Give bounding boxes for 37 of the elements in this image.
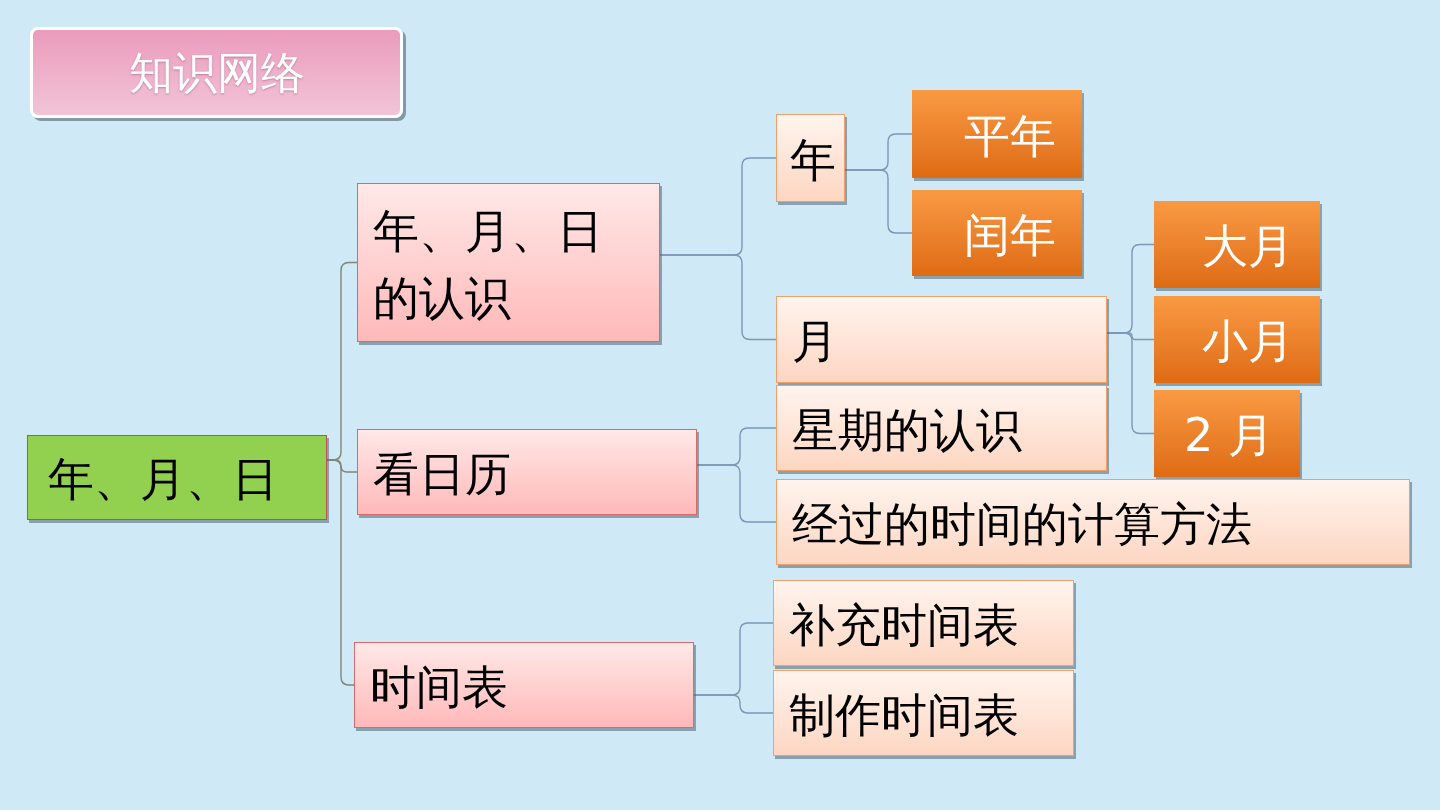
brace-connector [659, 254, 777, 341]
topic-text: 星期的认识 [792, 401, 1022, 459]
detail-box [1154, 201, 1320, 288]
topic-box [354, 642, 694, 728]
brace-connector [326, 459, 355, 686]
detail-box [1154, 390, 1300, 477]
topic-text: 制作时间表 [789, 686, 1019, 744]
subtopic-box [776, 385, 1107, 471]
subtopic-box [776, 114, 845, 202]
topic-box [357, 429, 697, 515]
detail-box [912, 190, 1082, 276]
topic-text: 时间表 [370, 658, 508, 716]
subtopic-box [773, 580, 1074, 666]
topic-text: 2 月 [1184, 407, 1274, 465]
subtopic-box [776, 296, 1107, 383]
topic-box [357, 183, 660, 342]
root-topic-box [27, 435, 327, 520]
brace-connector [844, 169, 913, 234]
topic-text: 年 [790, 131, 836, 189]
topic-text: 月 [792, 313, 838, 371]
topic-text: 年、月、日 [48, 451, 278, 509]
detail-box [912, 90, 1082, 178]
brace-connector [696, 464, 777, 523]
topic-text: 平年 [964, 107, 1056, 165]
topic-text: 年、月、日的认识 [373, 202, 604, 327]
brace-connector [693, 694, 774, 714]
subtopic-box [776, 479, 1410, 565]
detail-box [1154, 296, 1320, 383]
brace-connector [1106, 332, 1155, 435]
title-text: 知识网络 [128, 50, 305, 95]
topic-text: 小月 [1202, 313, 1294, 371]
topic-text: 看日历 [373, 445, 511, 503]
topic-text: 经过的时间的计算方法 [792, 495, 1252, 553]
subtopic-box [773, 670, 1074, 756]
topic-text: 大月 [1202, 218, 1294, 276]
topic-text: 闰年 [964, 206, 1056, 264]
topic-text: 补充时间表 [789, 596, 1019, 654]
